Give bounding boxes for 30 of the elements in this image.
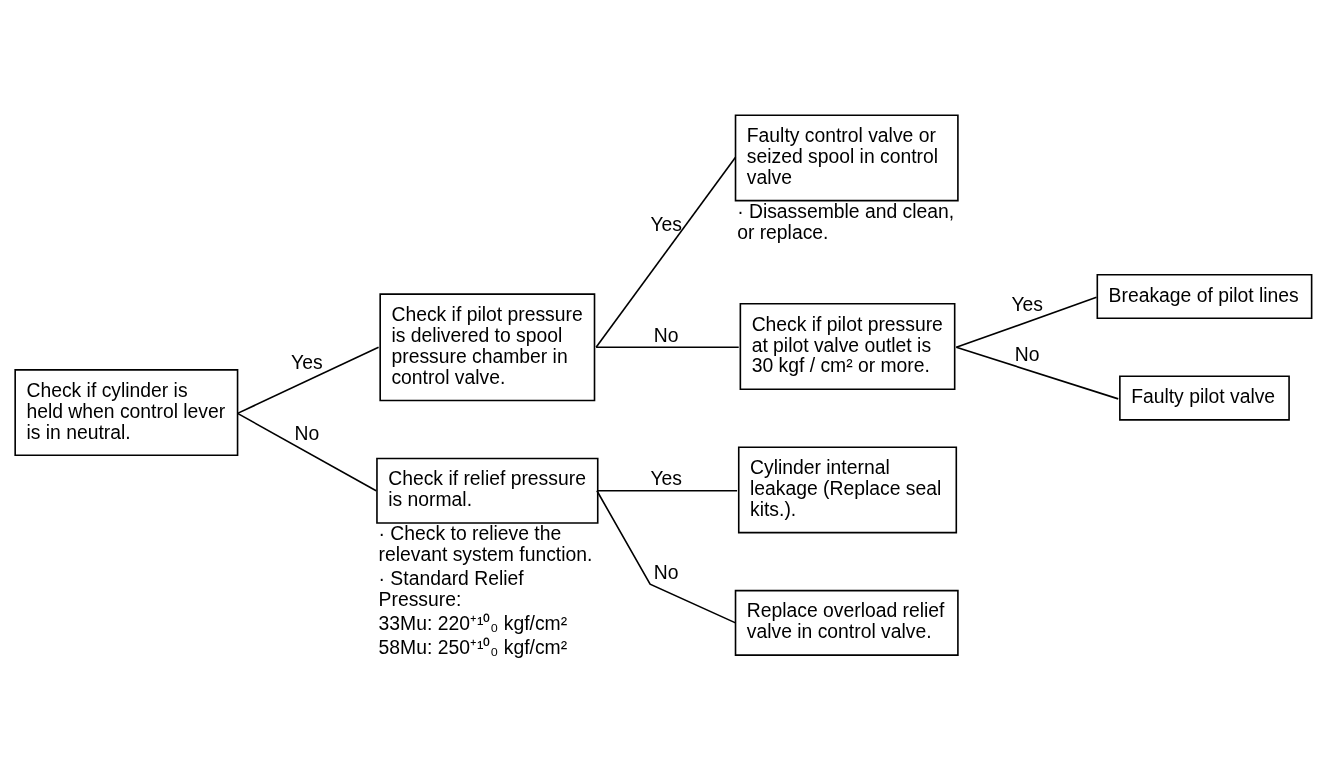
edge-label: Yes [650,213,682,235]
edge-label: No [653,324,679,346]
node-label: 33Mu: 220⁺¹⁰₀ kgf/cm² [378,612,568,634]
connector [595,346,740,348]
node-label: · Check to relieve the relevant system function. [378,522,593,565]
node-box: Faulty pilot valve [1119,375,1290,421]
node-box: Cylinder internal leakage (Replace seal kits.). [737,445,958,533]
connector [595,155,737,348]
edge-label: Yes [291,351,323,373]
connector [596,489,737,624]
connector [236,412,377,492]
node-label: · Standard Relief Pressure: [378,567,524,610]
edge-label: Yes [1011,293,1043,315]
connector [955,346,1120,400]
edge-label: No [294,422,320,444]
connector [596,489,738,492]
node-box: Check if cylinder is held when control lever is in neutral. [14,368,239,456]
edge-label: Yes [650,467,682,489]
node-label: · Disassemble and clean, or replace. [737,200,955,243]
node-box: Breakage of pilot lines [1096,273,1313,319]
connector [236,346,380,414]
node-box: Check if relief pressure is normal. [376,457,599,524]
node-box: Check if pilot pressure at pilot valve outlet is 30 kgf / cm² or more. [739,302,956,390]
connector [955,296,1098,348]
edge-label: No [1014,343,1040,365]
node-box: Replace overload relief valve in control valve. [734,589,959,656]
edge-label: No [653,561,679,583]
node-label: 58Mu: 250⁺¹⁰₀ kgf/cm² [378,636,568,658]
node-box: Faulty control valve or seized spool in control valve [734,113,959,201]
node-box: Check if pilot pressure is delivered to spool pressure chamber in control valve. [379,292,596,401]
